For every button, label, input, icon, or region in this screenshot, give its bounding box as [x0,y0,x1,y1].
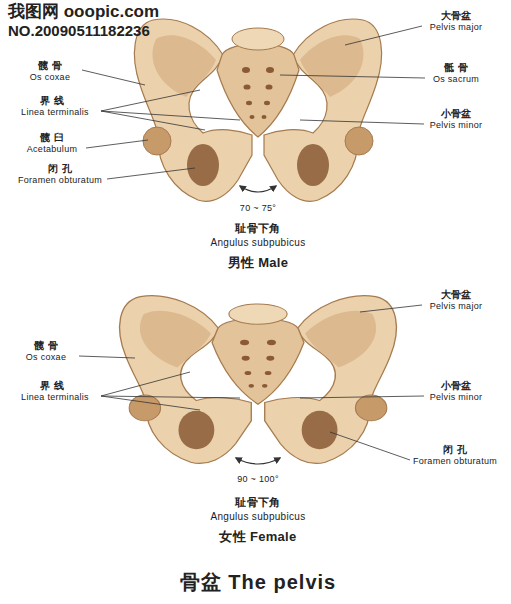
part-label: Angulus subpubicus [211,511,306,523]
part-label: Os coxae [30,72,70,82]
part-label: Angulus subpubicus [211,237,306,249]
part-label: Linea terminalis [21,392,89,402]
part-label: Pelvis major [430,22,483,32]
part-label: 大骨盆 [441,289,472,301]
male-pelvis [134,19,381,201]
angle-arc [236,458,280,464]
leader-lines [79,26,425,460]
angle-value: 70 ~ 75° [240,203,276,213]
part-label: 界 线 [40,380,64,392]
part-label: 髋 骨 [38,60,62,72]
watermark: 我图网 ooopic.com [8,2,159,22]
sex-heading: 男性 Male [228,256,289,271]
part-label: Os sacrum [433,74,479,84]
part-label: 髋 骨 [34,340,58,352]
part-label: 小骨盆 [441,108,472,120]
watermark: NO.20090511182236 [8,22,150,39]
part-label: 界 线 [40,95,64,107]
sex-heading: 女性 Female [219,530,296,545]
part-label: 耻骨下角 [235,496,280,509]
part-label: Os coxae [26,352,66,362]
part-label: Pelvis major [430,301,483,311]
part-label: 大骨盆 [441,10,472,22]
part-label: Pelvis minor [430,392,483,402]
part-label: 闭 孔 [48,163,72,175]
part-label: 闭 孔 [443,444,467,456]
part-label: Linea terminalis [21,107,89,117]
part-label: Pelvis minor [430,120,483,130]
part-label: 髋 臼 [40,132,64,144]
title: 骨盆 The pelvis [180,571,336,594]
angle-arc [240,186,276,192]
angle-value: 90 ~ 100° [237,474,279,484]
part-label: 骶 骨 [444,62,468,74]
part-label: 小骨盆 [441,380,472,392]
part-label: Acetabulum [27,144,78,154]
part-label: Foramen obturatum [18,175,102,185]
part-label: 耻骨下角 [235,222,280,235]
part-label: Foramen obturatum [413,456,497,466]
